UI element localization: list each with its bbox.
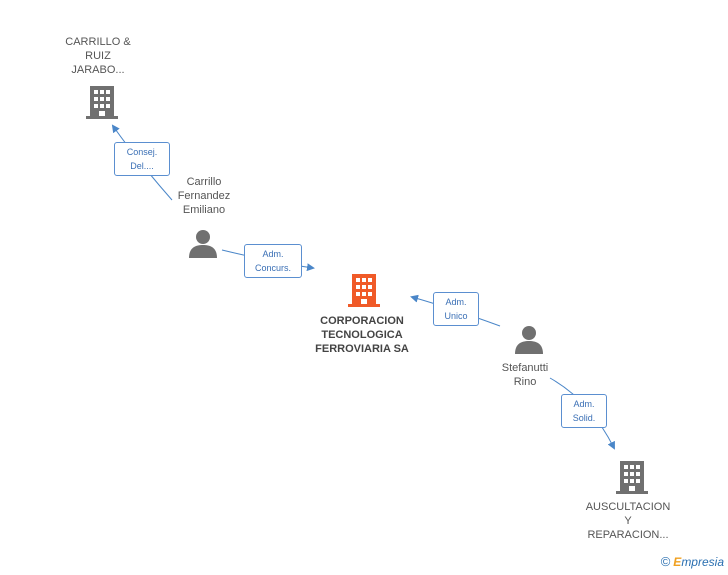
node-label-carrillo-ruiz[interactable]: CARRILLO & RUIZ JARABO...	[65, 36, 131, 76]
brand-name: mpresia	[681, 555, 724, 569]
relation-adm-concurs[interactable]: Adm. Concurs.	[244, 244, 302, 278]
copyright-symbol: ©	[660, 554, 671, 569]
building-icon[interactable]	[86, 84, 118, 120]
person-icon[interactable]	[514, 325, 544, 355]
relation-consej[interactable]: Consej. Del....	[114, 142, 170, 176]
node-label-corporacion[interactable]: CORPORACION TECNOLOGICA FERROVIARIA SA	[315, 315, 409, 355]
node-label-carrillo-fernandez[interactable]: Carrillo Fernandez Emiliano	[177, 176, 231, 216]
node-label-stefanutti[interactable]: Stefanutti Rino	[501, 362, 549, 388]
building-icon-main[interactable]	[348, 272, 380, 308]
brand-initial: E	[673, 555, 682, 569]
node-label-auscultacion[interactable]: AUSCULTACION Y REPARACION...	[585, 501, 671, 541]
relation-adm-unico[interactable]: Adm. Unico	[433, 292, 479, 326]
building-icon[interactable]	[616, 459, 648, 495]
brand-footer: ©Empresia	[661, 554, 724, 569]
relation-adm-solid[interactable]: Adm. Solid.	[561, 394, 607, 428]
person-icon[interactable]	[188, 229, 218, 259]
